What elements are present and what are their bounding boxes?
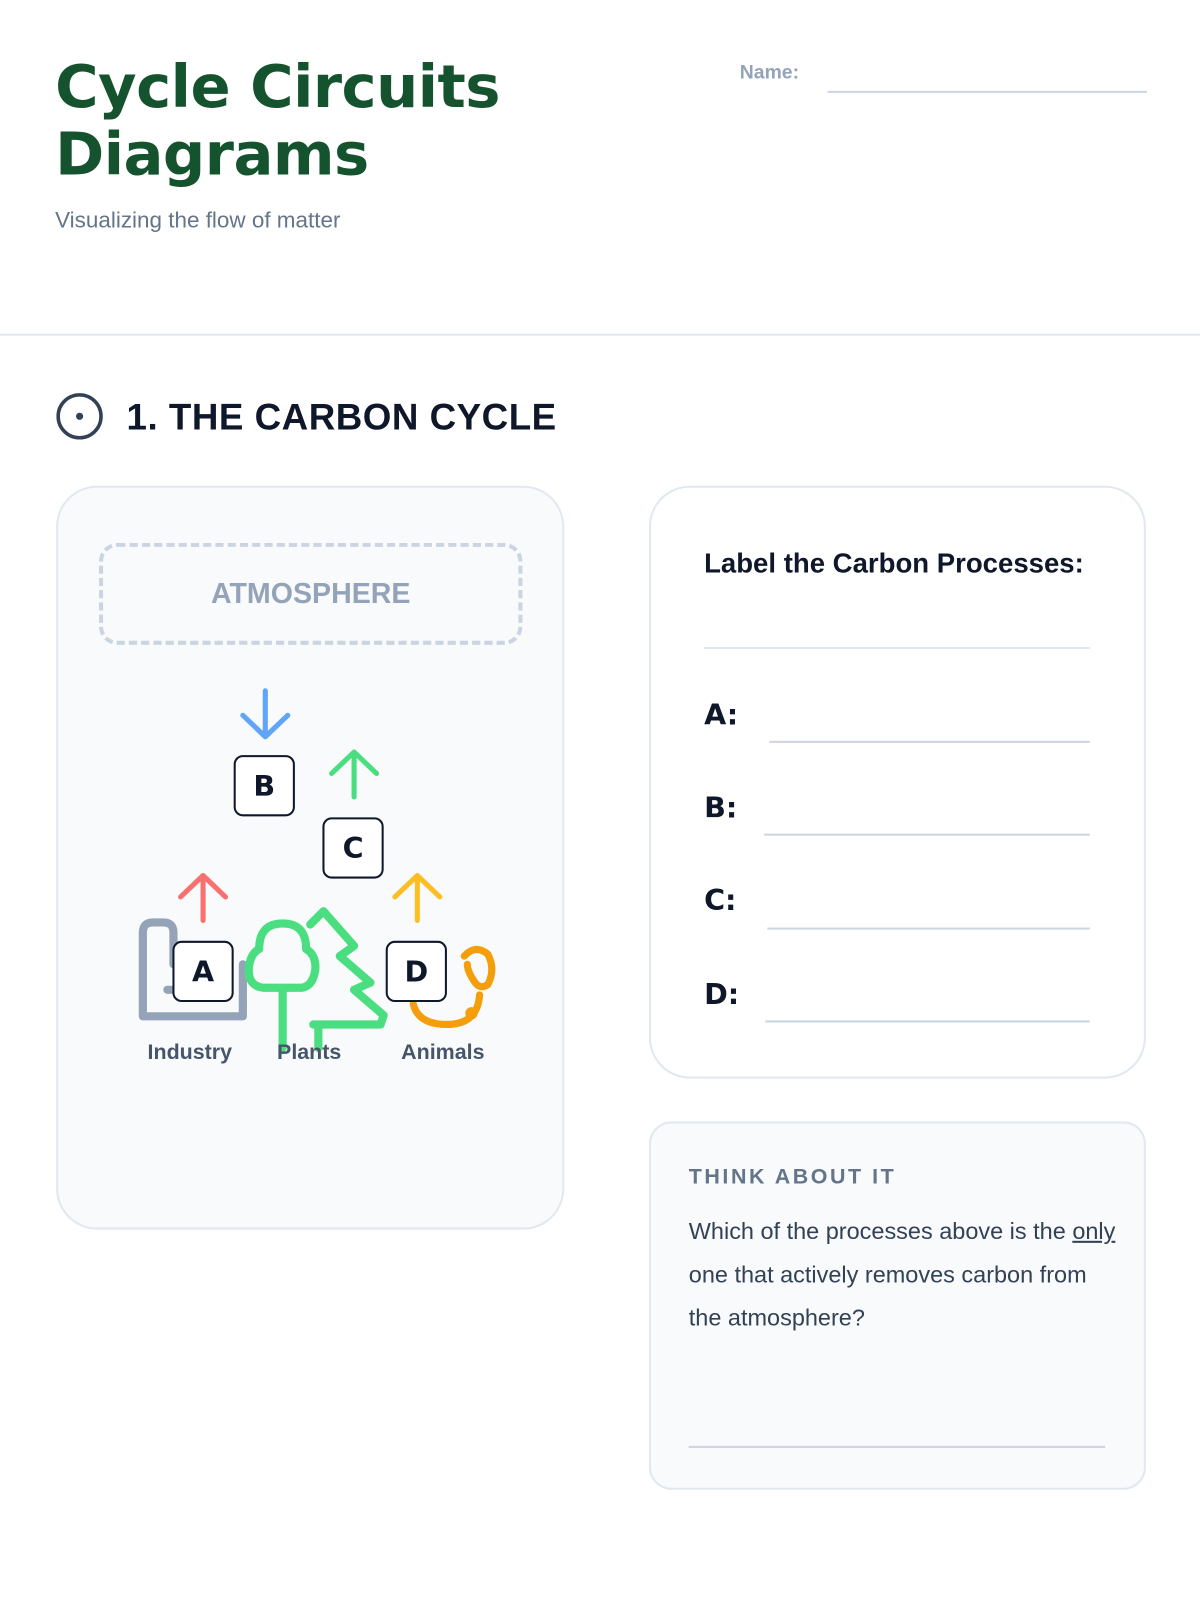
label-plants: Plants bbox=[277, 1040, 342, 1065]
emphasis-only: only bbox=[1072, 1217, 1116, 1244]
section-title: 1. THE CARBON CYCLE bbox=[126, 395, 557, 438]
answer-label-c: C: bbox=[704, 883, 737, 918]
think-heading: THINK ABOUT IT bbox=[688, 1165, 897, 1189]
think-card bbox=[648, 1121, 1146, 1490]
diagram-card bbox=[56, 485, 565, 1230]
label-animals: Animals bbox=[401, 1040, 485, 1065]
name-field[interactable] bbox=[827, 90, 1147, 93]
atmosphere-box: ATMOSPHERE bbox=[98, 542, 523, 645]
answer-label-d: D: bbox=[704, 977, 740, 1012]
process-box-d: D bbox=[385, 940, 447, 1003]
name-label: Name: bbox=[739, 62, 800, 84]
process-box-c: C bbox=[322, 817, 384, 879]
answer-label-a: A: bbox=[704, 697, 739, 732]
label-card-divider bbox=[704, 646, 1090, 649]
page-subtitle: Visualizing the flow of matter bbox=[55, 207, 341, 233]
circle-dot-icon bbox=[56, 393, 103, 440]
process-box-b: B bbox=[233, 755, 295, 817]
answer-field-b[interactable] bbox=[764, 833, 1090, 836]
header-divider bbox=[0, 333, 1200, 336]
think-question: Which of the processes above is the only… bbox=[688, 1217, 1116, 1331]
label-industry: Industry bbox=[147, 1040, 233, 1065]
answer-field-a[interactable] bbox=[769, 740, 1090, 743]
think-answer-field[interactable] bbox=[688, 1445, 1106, 1448]
label-card bbox=[648, 485, 1146, 1079]
answer-label-b: B: bbox=[704, 790, 738, 825]
answer-field-c[interactable] bbox=[767, 927, 1090, 930]
process-box-a: A bbox=[172, 940, 234, 1003]
answer-field-d[interactable] bbox=[765, 1020, 1090, 1023]
label-card-title: Label the Carbon Processes: bbox=[704, 547, 1084, 579]
